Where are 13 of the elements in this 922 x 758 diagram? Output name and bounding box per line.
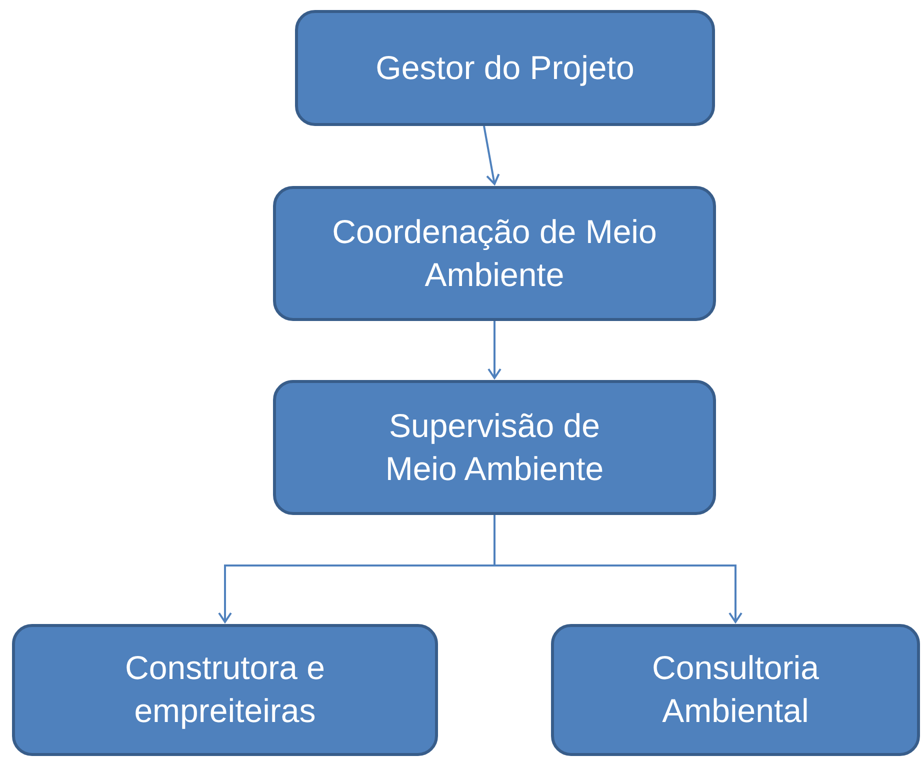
connector-arrow — [483, 126, 500, 185]
org-box — [273, 380, 716, 515]
box-label: Supervisão de Meio Ambiente — [384, 406, 605, 488]
org-box — [273, 186, 716, 321]
box-label: Coordenação de Meio Ambiente — [331, 212, 658, 294]
connector-arrow — [488, 321, 502, 379]
box-label: Consultoria Ambiental — [651, 648, 820, 731]
box-label: Construtora e empreiteiras — [124, 648, 326, 731]
box-label: Gestor do Projeto — [376, 48, 634, 88]
org-box — [295, 10, 715, 126]
connector-arrow — [494, 515, 742, 623]
org-box — [12, 624, 438, 756]
org-box — [551, 624, 920, 756]
